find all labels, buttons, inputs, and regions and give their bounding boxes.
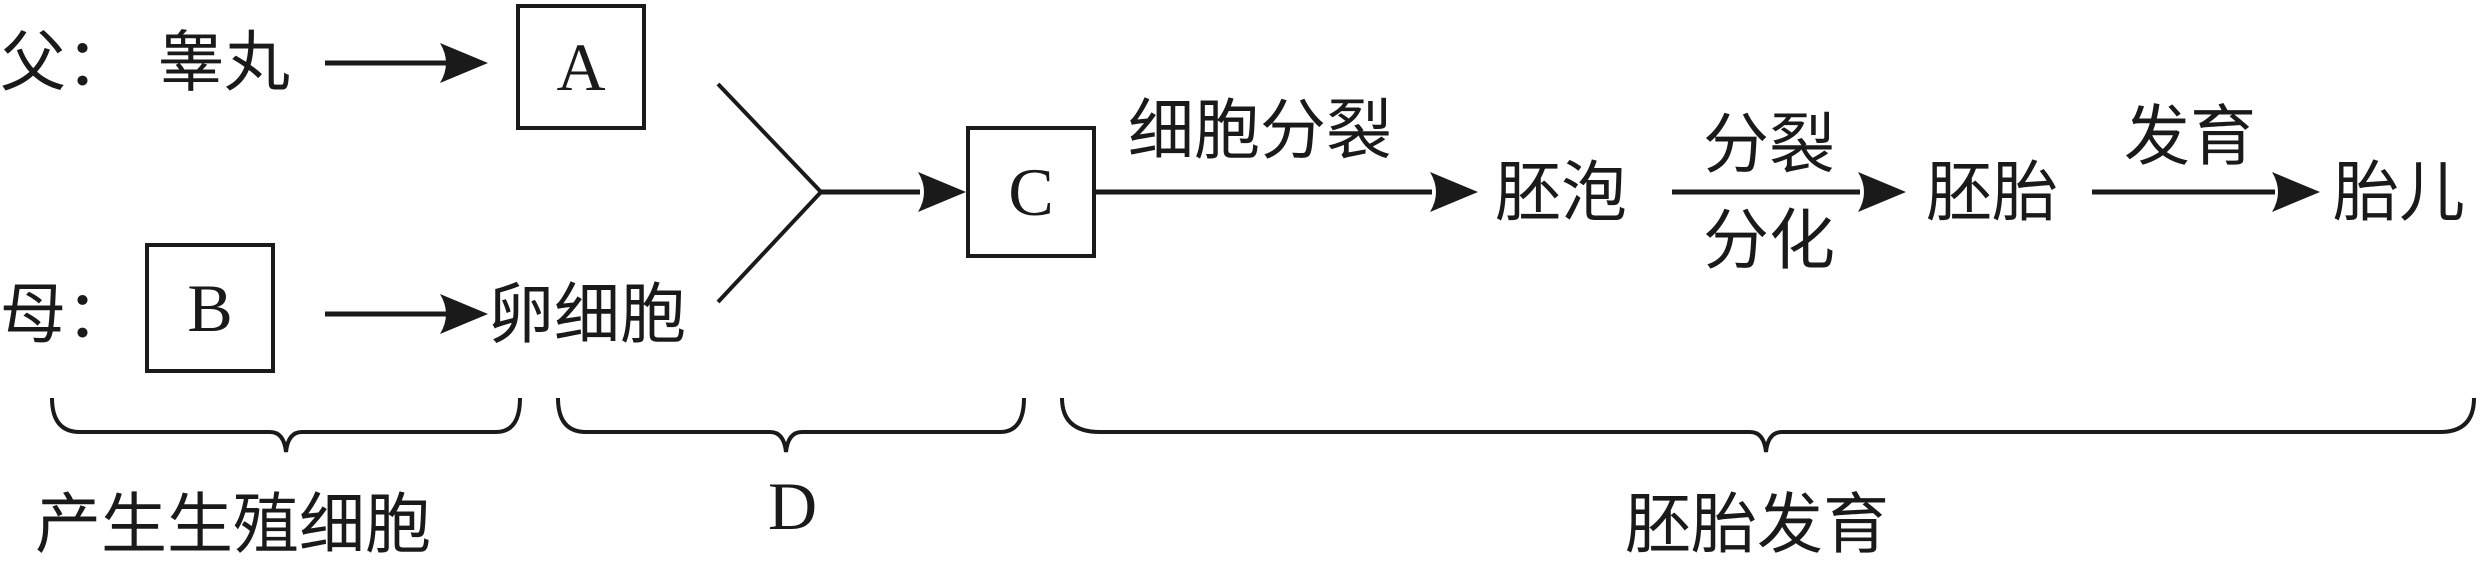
testis-label: 睾丸 <box>158 24 290 101</box>
arrowhead-icon <box>2272 172 2320 212</box>
box-a: A <box>516 4 646 130</box>
converge-line-top <box>716 82 823 194</box>
brace-label-embryo-development: 胚胎发育 <box>1625 486 1889 563</box>
brace-embryo-development <box>1060 397 2476 453</box>
father-label: 父： <box>0 24 132 101</box>
box-c: C <box>966 126 1096 258</box>
box-b-label: B <box>187 270 233 346</box>
box-a-label: A <box>556 29 606 105</box>
embryo-label: 胚胎 <box>1926 154 2058 231</box>
box-c-label: C <box>1008 154 1054 230</box>
arrowhead-icon <box>1858 172 1906 212</box>
arrowhead-icon <box>1430 172 1478 212</box>
brace-label-d: D <box>768 468 818 544</box>
converge-line-bottom <box>716 190 823 304</box>
arrowhead-icon <box>440 43 488 83</box>
brace-d <box>556 397 1026 453</box>
step-cell-division-label: 细胞分裂 <box>1128 92 1392 169</box>
blastocyst-label: 胚泡 <box>1495 154 1627 231</box>
step-development-label: 发育 <box>2124 98 2256 175</box>
step-division-label: 分裂 <box>1703 106 1835 183</box>
brace-label-gamete-production: 产生生殖细胞 <box>35 486 431 563</box>
egg-cell-label: 卵细胞 <box>488 276 686 353</box>
arrowhead-icon <box>918 172 966 212</box>
arrowhead-icon <box>440 294 488 334</box>
fetus-label: 胎儿 <box>2333 154 2465 231</box>
brace-gamete-production <box>50 397 522 453</box>
box-b: B <box>145 243 275 373</box>
mother-label: 母： <box>0 276 132 353</box>
step-differentiation-label: 分化 <box>1703 202 1835 279</box>
